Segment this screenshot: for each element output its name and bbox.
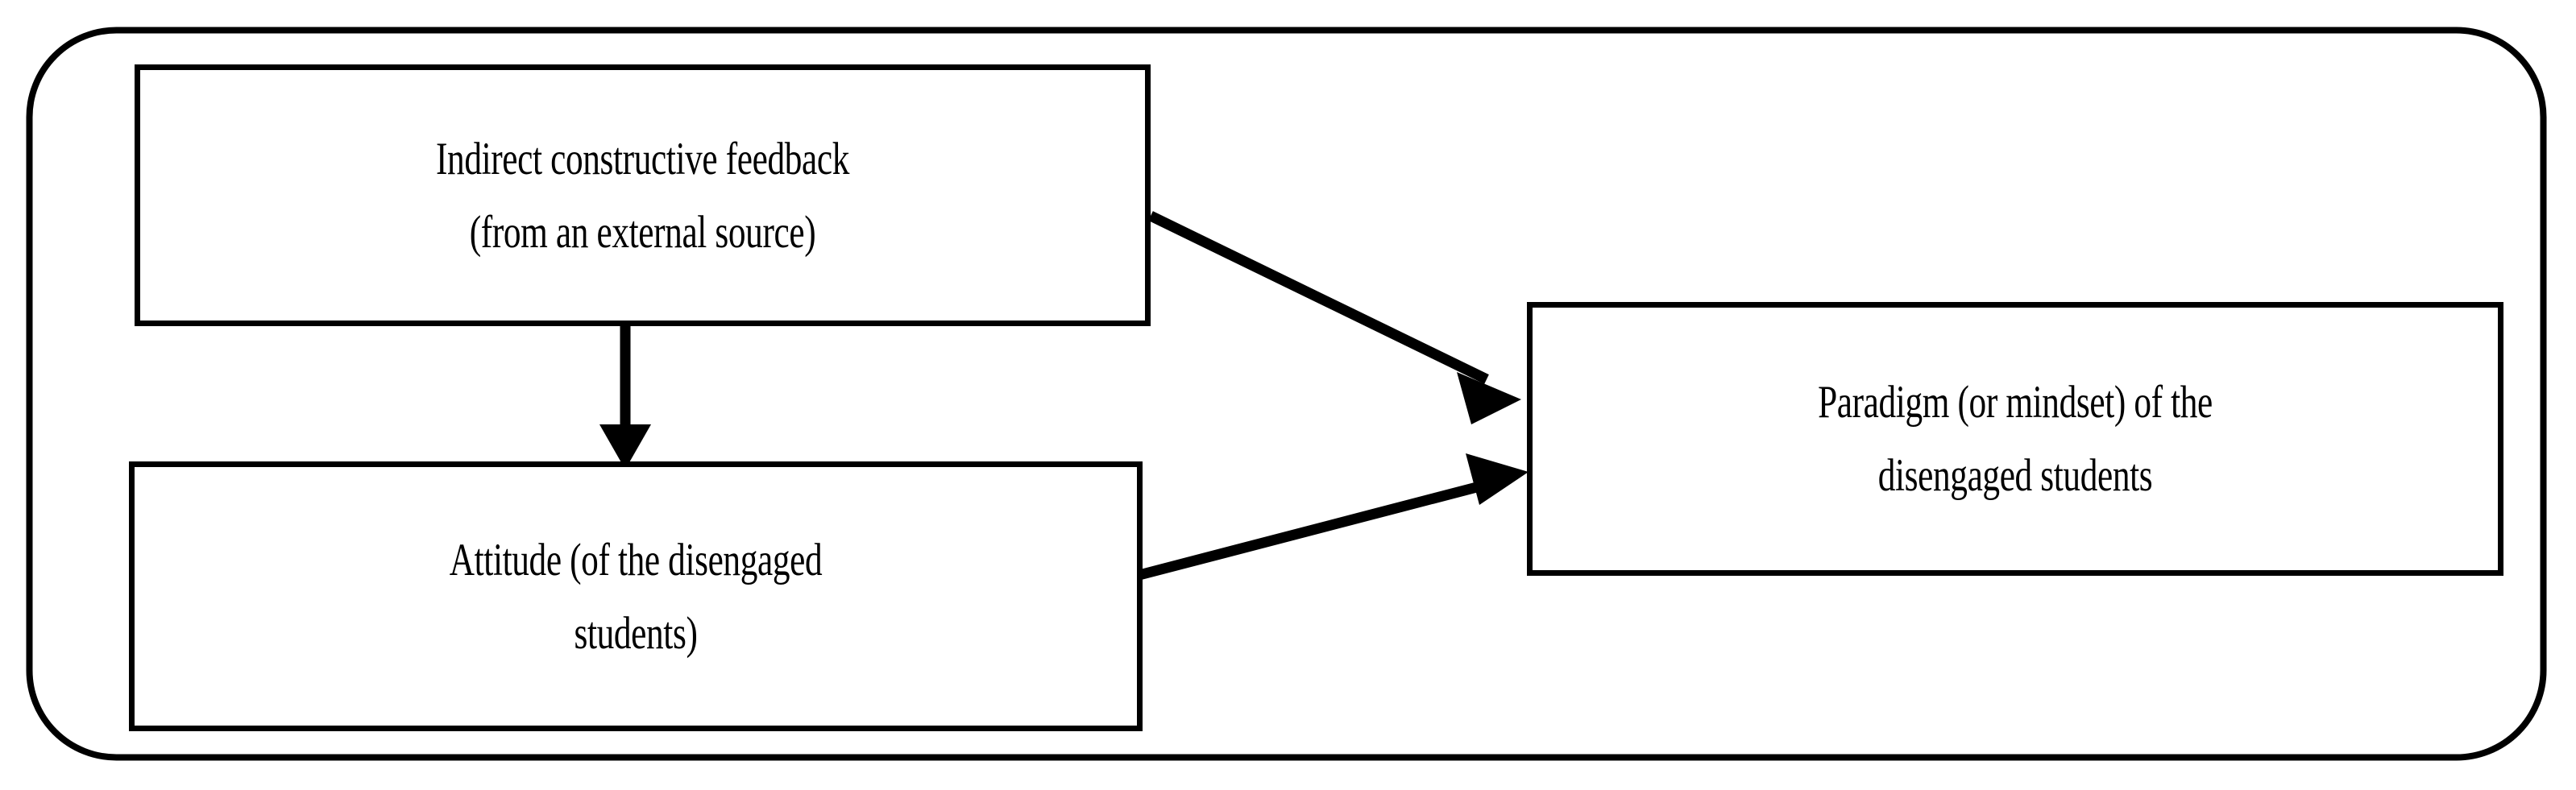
node-indirect-feedback-line-1: Indirect constructive feedback (436, 133, 849, 184)
node-indirect-feedback-line-2: (from an external source) (469, 206, 816, 258)
edge-attitude-to-paradigm (1138, 453, 1529, 581)
node-paradigm: Paradigm (or mindset) of the disengaged … (1527, 302, 2503, 576)
node-indirect-feedback: Indirect constructive feedback (from an … (135, 64, 1151, 326)
node-paradigm-line-1: Paradigm (or mindset) of the (1818, 377, 2213, 428)
edge-feedback-to-paradigm (1148, 211, 1521, 424)
outer-container-rounded-rect (26, 27, 2547, 761)
node-attitude-line-2: students) (574, 607, 698, 659)
node-paradigm-line-2: disengaged students (1877, 450, 2153, 501)
node-attitude: Attitude (of the disengaged students) (129, 461, 1143, 731)
node-attitude-line-1: Attitude (of the disengaged (449, 534, 823, 585)
edge-feedback-to-attitude (599, 326, 651, 469)
